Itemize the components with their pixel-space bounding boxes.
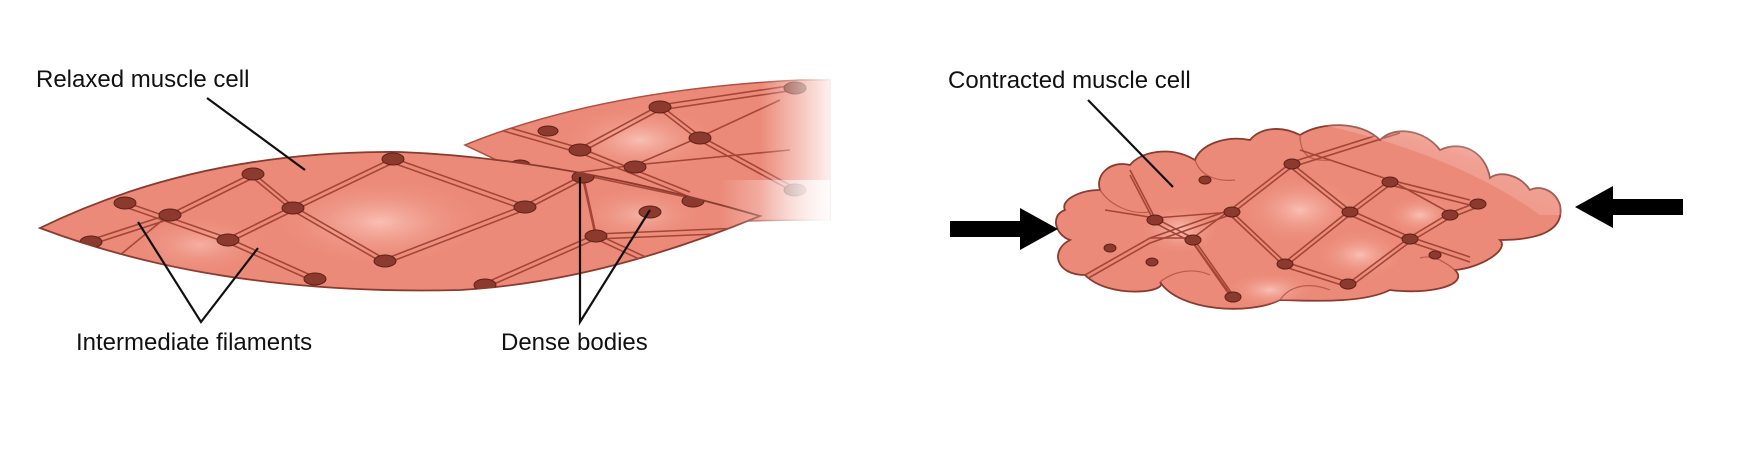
contracted-muscle-cell	[950, 120, 1683, 310]
relaxed-muscle-cell-label: Relaxed muscle cell	[36, 66, 249, 93]
intermediate-filaments-leader	[137, 221, 259, 324]
relaxed-front-filament-network	[79, 152, 741, 291]
leader-lines	[137, 97, 1174, 326]
right-compression-arrow-icon	[1575, 186, 1683, 228]
dense-bodies-label: Dense bodies	[501, 329, 648, 356]
relaxed-leader-line	[206, 97, 306, 171]
dense-bodies-leader	[578, 177, 651, 326]
contracted-muscle-cell-label: Contracted muscle cell	[948, 67, 1191, 94]
contracted-filament-network	[1084, 127, 1487, 308]
contracted-cell-fade	[1300, 120, 1580, 215]
contracted-leader-line	[1087, 99, 1174, 188]
left-compression-arrow-icon	[950, 208, 1058, 250]
relaxed-front-cell-fade	[720, 180, 830, 240]
intermediate-filaments-label: Intermediate filaments	[76, 329, 312, 356]
